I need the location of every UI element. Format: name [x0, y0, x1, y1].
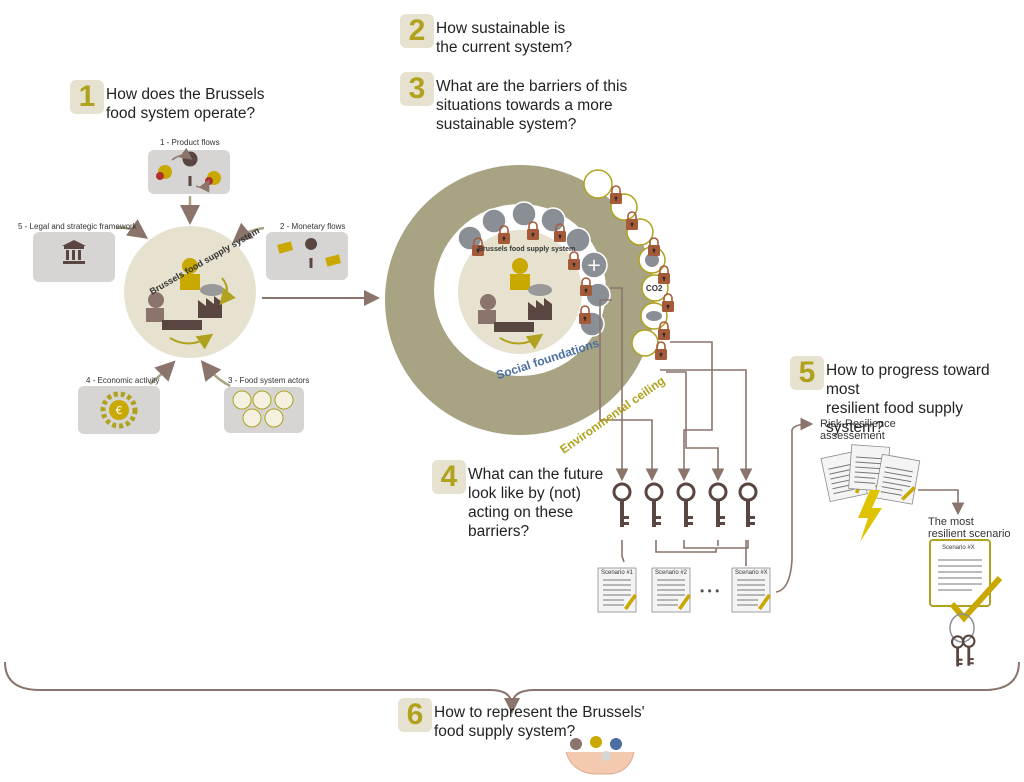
question-text: How to progress toward most resilient fo…	[826, 362, 990, 436]
question-number: 2	[400, 14, 434, 48]
legal-framework-label: 5 - Legal and strategic framework	[18, 222, 137, 231]
svg-text:€: €	[116, 404, 123, 417]
food-actors-box	[224, 387, 304, 433]
doughnut-inner-label: Brussels food supply system	[478, 246, 576, 253]
svg-text:+: +	[586, 255, 601, 276]
monetary-flows-box	[266, 232, 348, 280]
question-2: 2 How sustainable is the current system?	[400, 14, 572, 57]
economic-activity-box: €	[78, 386, 160, 434]
question-text: What can the future look like by (not) a…	[468, 466, 604, 540]
keys	[612, 482, 758, 529]
food-actors-label: 3 - Food system actors	[228, 376, 310, 385]
question-4: 4 What can the future look like by (not)…	[432, 460, 603, 541]
product-flows-label: 1 - Product flows	[160, 138, 220, 147]
question-1: 1 How does the Brussels food system oper…	[70, 80, 265, 123]
risk-resilience-docs	[820, 444, 922, 542]
center-system-circle	[124, 226, 256, 358]
question-text: How does the Brussels food system operat…	[106, 86, 265, 122]
legal-framework-box	[33, 232, 115, 282]
question-6: 6 How to represent the Brussels' food su…	[398, 698, 645, 741]
environmental-ceiling-icons	[583, 169, 675, 361]
best-scenario-label: Scenario #X	[942, 545, 975, 551]
most-resilient-doc	[929, 539, 1003, 668]
question-number: 6	[398, 698, 432, 732]
question-number: 4	[432, 460, 466, 494]
scenario-ellipsis: • • •	[700, 584, 720, 598]
scenario-2-label: Scenario #2	[655, 570, 688, 576]
question-text: What are the barriers of this situations…	[436, 78, 628, 133]
scenario-x-label: Scenario #X	[735, 570, 768, 576]
economic-activity-label: 4 - Economic activity	[86, 376, 160, 385]
question-text: How to represent the Brussels' food supp…	[434, 704, 645, 740]
hands-icon	[565, 736, 635, 775]
product-flows-box	[148, 147, 230, 194]
question-number: 5	[790, 356, 824, 390]
lock-key-connectors	[599, 287, 749, 566]
question-5: 5 How to progress toward most resilient …	[790, 356, 1024, 437]
co2-label: CO2	[646, 284, 663, 293]
question-number: 3	[400, 72, 434, 106]
monetary-flows-label: 2 - Monetary flows	[280, 222, 346, 231]
social-foundation-icons: +	[457, 201, 611, 337]
risk-resilience-title: Risk-Resilience assessement	[820, 418, 896, 442]
scenario-1-label: Scenario #1	[601, 570, 634, 576]
question-3: 3 What are the barriers of this situatio…	[400, 72, 627, 134]
most-resilient-title: The most resilient scenario	[928, 516, 1011, 540]
question-number: 1	[70, 80, 104, 114]
question-text: How sustainable is the current system?	[436, 20, 573, 56]
